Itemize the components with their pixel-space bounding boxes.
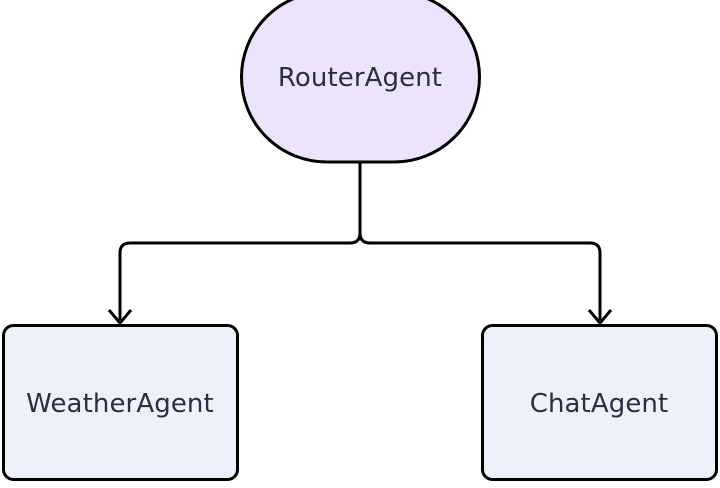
node-router-agent-label: RouterAgent: [278, 63, 442, 93]
node-weather-agent[interactable]: WeatherAgent: [2, 324, 239, 481]
arrowhead-weather-icon: [107, 309, 133, 326]
node-chat-agent[interactable]: ChatAgent: [481, 324, 718, 481]
edge-layer: [107, 163, 613, 326]
node-chat-agent-shape[interactable]: [481, 324, 718, 481]
arrowhead-chat-icon: [587, 309, 613, 326]
node-router-agent[interactable]: RouterAgent: [240, 0, 481, 164]
node-chat-agent-label: ChatAgent: [530, 389, 669, 419]
node-weather-agent-shape[interactable]: [2, 324, 239, 481]
node-router-agent-shape[interactable]: [240, 0, 481, 164]
node-weather-agent-label: WeatherAgent: [26, 389, 214, 419]
edge-router-to-chat-path: [358, 232, 602, 320]
edge-router-to-weather-path: [118, 232, 362, 320]
